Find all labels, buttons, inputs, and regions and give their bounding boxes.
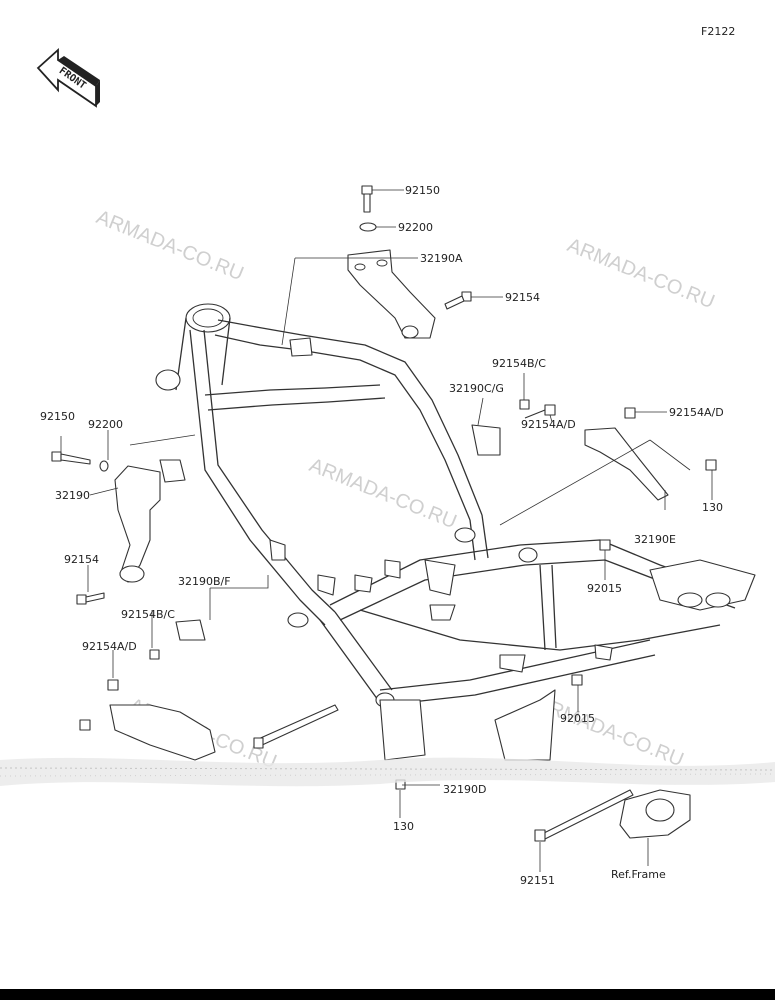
label-92154AD-left: 92154A/D: [82, 640, 137, 653]
bolt-92154AD-left: [107, 679, 119, 691]
label-92200-left: 92200: [88, 418, 123, 431]
bracket-32190E: [584, 427, 669, 501]
bracket-32190CG: [471, 424, 501, 456]
label-92154AD-right: 92154A/D: [669, 406, 724, 419]
washer-92200-left: [99, 460, 109, 472]
part-labels: 92150 92200 32190A 92154 92154B/C 32190C…: [40, 184, 724, 887]
bolt-92150-left: [51, 451, 91, 465]
bolt-92150-top: [361, 185, 373, 213]
label-32190: 32190: [55, 489, 90, 502]
bracket-32190A: [347, 249, 436, 339]
bolt-92154BC-left: [149, 649, 160, 660]
bolt-92154AD-right: [624, 407, 636, 419]
main-frame: [155, 303, 756, 761]
label-ref-frame: Ref.Frame: [611, 868, 666, 881]
bolt-92154-left: [76, 592, 105, 605]
label-92154BC-top: 92154B/C: [492, 357, 546, 370]
nut-130-right: [705, 459, 717, 471]
figure-code: F2122: [701, 25, 735, 38]
label-92154-top: 92154: [505, 291, 540, 304]
bolt-92154BC-top: [519, 399, 530, 410]
bracket-32190D: [109, 704, 216, 761]
label-92151: 92151: [520, 874, 555, 887]
bottom-bar: [0, 989, 775, 1000]
label-32190A: 32190A: [420, 252, 463, 265]
watermark-3: ARMADA-CO.RU: [306, 454, 460, 533]
watermark-5: ARMADA-CO.RU: [533, 692, 687, 771]
bolt-92151-upper: [255, 704, 339, 747]
bolt-92154-top: [444, 291, 472, 310]
label-92154-left: 92154: [64, 553, 99, 566]
nut-92015-lower: [571, 674, 583, 686]
front-arrow-icon: FRONT: [36, 47, 100, 108]
watermark-2: ARMADA-CO.RU: [564, 234, 718, 313]
label-92015-upper: 92015: [587, 582, 622, 595]
leader-lines: [60, 189, 713, 872]
label-92154AD-mid: 92154A/D: [521, 418, 576, 431]
label-92015-lower: 92015: [560, 712, 595, 725]
label-32190E: 32190E: [634, 533, 676, 546]
watermark-1: ARMADA-CO.RU: [93, 206, 247, 285]
label-32190D: 32190D: [443, 783, 486, 796]
label-130-bottom: 130: [393, 820, 414, 833]
noise-band: [0, 757, 775, 787]
label-32190CG: 32190C/G: [449, 382, 504, 395]
label-92200-top: 92200: [398, 221, 433, 234]
label-92150-left: 92150: [40, 410, 75, 423]
label-130-right: 130: [702, 501, 723, 514]
washer-92200-top: [359, 222, 377, 232]
bolt-92151: [534, 789, 634, 842]
label-32190BF: 32190B/F: [178, 575, 231, 588]
label-92150-top: 92150: [405, 184, 440, 197]
label-92154BC-left: 92154B/C: [121, 608, 175, 621]
bracket-32190: [114, 465, 161, 583]
bracket-32190BF: [175, 619, 206, 641]
bolt-left-lower: [79, 719, 91, 731]
nut-92015-upper: [599, 539, 611, 551]
